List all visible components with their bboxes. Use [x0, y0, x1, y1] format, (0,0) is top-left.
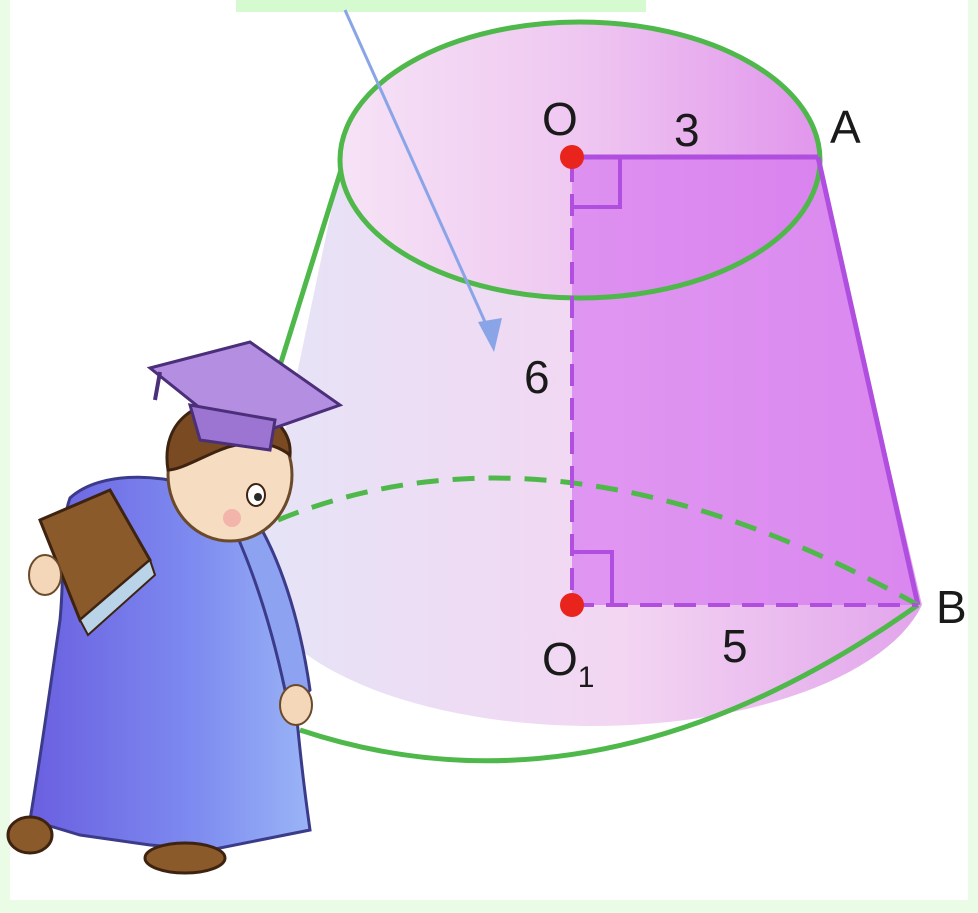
label-b: B: [936, 581, 967, 633]
label-o1: O1: [542, 633, 594, 694]
label-bottom-radius: 5: [722, 620, 748, 672]
label-height: 6: [524, 351, 550, 403]
pointer-arrow-line: [343, 9, 496, 343]
point-o: [560, 145, 584, 169]
label-o1-subscript: 1: [578, 661, 595, 694]
point-o1: [560, 593, 584, 617]
student-in-graduation-cap-icon: [6, 340, 344, 875]
right-angle-top: [572, 157, 622, 209]
right-angle-bottom: [572, 550, 614, 605]
pointer-arrow-head: [478, 318, 502, 352]
bottom-base-hidden-arc: [277, 475, 920, 608]
label-o: O: [542, 93, 578, 145]
axial-section: [572, 157, 918, 605]
label-top-radius: 3: [674, 104, 700, 156]
caption-box: [236, 0, 646, 12]
label-a: A: [830, 101, 861, 153]
right-generator: [815, 156, 921, 606]
label-o1-letter: O: [542, 633, 578, 685]
left-generator: [275, 169, 344, 373]
bottom-base-front-arc: [299, 602, 920, 764]
